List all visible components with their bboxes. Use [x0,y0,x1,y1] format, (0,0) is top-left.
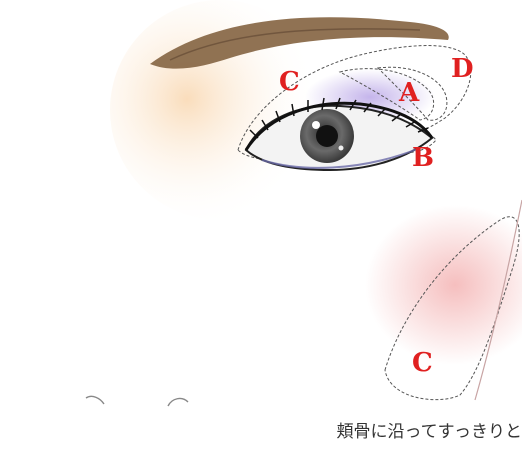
zone-c-cheek-outline [384,216,520,401]
face-edge [474,199,522,401]
zone-a-outline [338,68,435,121]
zone-label-b: B [412,143,434,173]
zone-label-d: D [451,54,474,84]
eyebrow-icon [150,17,449,69]
cheek-blush [365,205,522,365]
zone-label-c-cheek: C [412,348,433,378]
caption-text: 頬骨に沿ってすっきりと [336,422,522,442]
nostril-left-icon [85,395,105,405]
zone-label-c-upper: C [279,67,300,97]
zone-d-outline [376,66,448,121]
nostril-right-icon [167,397,189,407]
zone-label-a: A [399,78,420,108]
